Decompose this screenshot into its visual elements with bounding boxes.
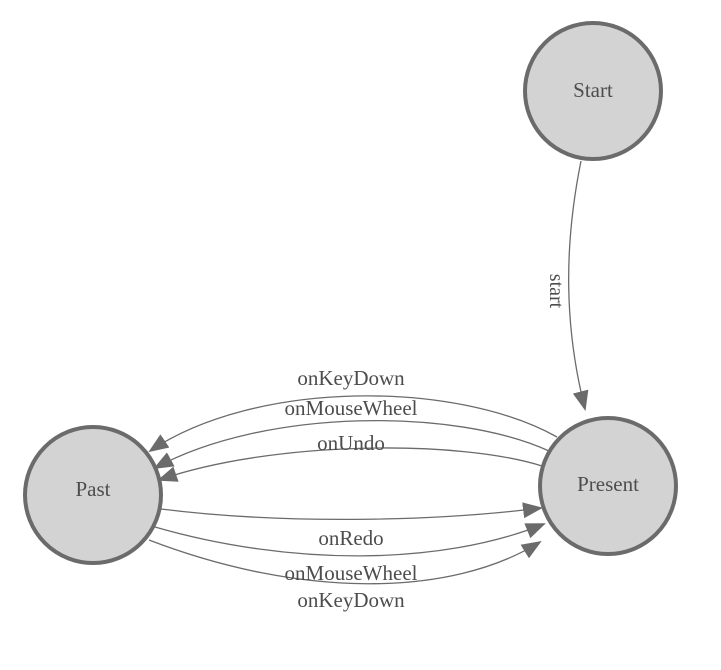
edge-label-onmousewheel-top: onMouseWheel — [285, 396, 418, 420]
node-present-circle — [538, 416, 678, 556]
edge-past-to-present-onmousewheel — [154, 523, 546, 557]
edge-past-to-present-onredo — [160, 502, 543, 521]
node-start-circle — [523, 21, 663, 161]
edge-label-group: start onKeyDown onMouseWheel onUndo onRe… — [285, 274, 567, 612]
edge-label-onmousewheel-bottom: onMouseWheel — [285, 561, 418, 585]
node-group: Start Present Past — [23, 21, 678, 565]
node-past: Past — [23, 425, 163, 565]
edge-label-onundo: onUndo — [317, 431, 385, 455]
edge-present-to-past-onundo — [157, 447, 543, 482]
edge-present-to-past-onmousewheel — [153, 420, 550, 469]
edge-label-onredo: onRedo — [318, 526, 383, 550]
edge-past-to-present-onkeydown — [148, 539, 542, 585]
edge-label-start: start — [545, 274, 567, 309]
edge-group — [148, 160, 589, 585]
node-past-circle — [23, 425, 163, 565]
edge-start-to-present — [568, 160, 589, 411]
node-present-label: Present — [577, 472, 639, 496]
node-present: Present — [538, 416, 678, 556]
edge-label-onkeydown-bottom: onKeyDown — [297, 588, 405, 612]
edge-label-onkeydown-top: onKeyDown — [297, 366, 405, 390]
node-past-label: Past — [75, 477, 110, 501]
node-start-label: Start — [573, 78, 613, 102]
edge-present-to-past-onkeydown — [148, 395, 558, 453]
node-start: Start — [523, 21, 663, 161]
